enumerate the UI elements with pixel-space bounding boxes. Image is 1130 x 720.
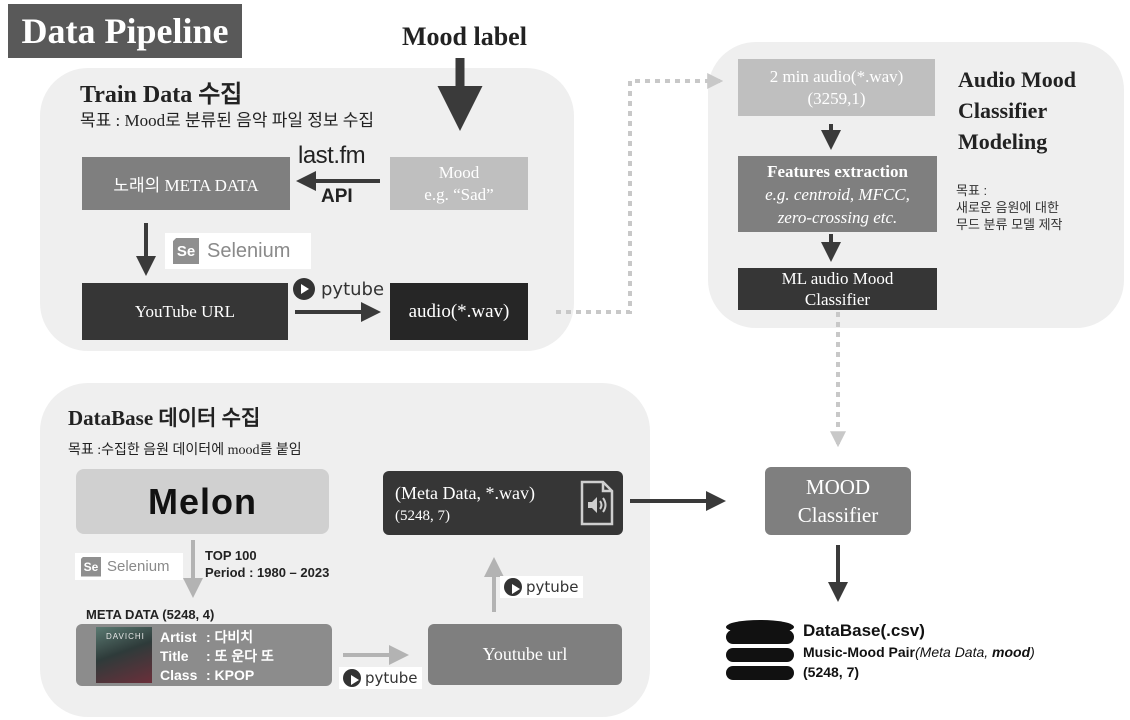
meta-data-box: DAVICHI Artist : 다비치 Title : 또 운다 또 Class:…: [76, 624, 332, 686]
classifier-goal-label: 목표 :: [956, 183, 988, 198]
youtube-url-box-train: YouTube URL: [82, 283, 288, 340]
ml-classifier-line2: Classifier: [804, 290, 871, 309]
pair-prefix: Music-Mood Pair: [803, 644, 916, 660]
title-value: : 또 운다 또: [206, 648, 274, 664]
audio-to-classifier-dotted: [556, 73, 724, 314]
audio-wav-box: audio(*.wav): [390, 283, 528, 340]
database-output-shape: (5248, 7): [803, 664, 860, 680]
mood-classifier-box: MOOD Classifier: [765, 467, 911, 535]
database-output: DataBase(.csv) Music-Mood Pair(Meta Data…: [803, 620, 1035, 682]
features-line2: zero-crossing etc.: [777, 207, 898, 227]
combined-data-box: (Meta Data, *.wav) (5248, 7): [383, 471, 623, 535]
audio-input-line1: 2 min audio(*.wav): [769, 66, 904, 86]
meta-data-label: META DATA (5248, 4): [86, 607, 215, 622]
mood-classifier-line2: Classifier: [797, 503, 879, 527]
pytube-logo-train: pytube: [293, 278, 384, 300]
youtube-url-label-train: YouTube URL: [134, 301, 236, 321]
selenium-logo-train: Se Selenium: [165, 233, 311, 269]
song-meta-data-label: 노래의 META DATA: [113, 176, 259, 195]
album-cover-text: DAVICHI: [106, 632, 145, 641]
melon-box: Melon: [76, 469, 329, 534]
selenium-label-db: Selenium: [107, 558, 170, 575]
api-label: API: [321, 186, 353, 207]
mood-box-title: Mood: [438, 162, 480, 182]
class-key: Class: [160, 667, 198, 683]
top100-info: TOP 100 Period : 1980 – 2023: [205, 547, 329, 581]
youtube-url-box-db: Youtube url: [428, 624, 622, 685]
artist-key: Artist: [160, 629, 197, 645]
database-goal: 목표 :수집한 음원 데이터에 mood를 붙임: [68, 443, 302, 458]
pytube-label-db2: pytube: [526, 578, 579, 596]
mood-label: Mood label: [402, 22, 527, 51]
meta-fields: Artist : 다비치 Title : 또 운다 또 Class : KPOP: [160, 628, 274, 685]
audio-file-icon: [580, 480, 614, 526]
mood-box-example: e.g. “Sad”: [424, 184, 494, 204]
classifier-heading: Audio Mood Classifier Modeling: [958, 64, 1076, 157]
mood-classifier-line1: MOOD: [805, 475, 871, 499]
classifier-goal: 목표 : 새로운 음원에 대한 무드 분류 모델 제작: [956, 182, 1063, 233]
selenium-logo-db: Se Selenium: [75, 553, 183, 580]
classifier-heading-line3: Modeling: [958, 129, 1048, 154]
ml-classifier-box: ML audio Mood Classifier: [738, 268, 937, 310]
class-value: : KPOP: [206, 667, 255, 683]
database-output-title: DataBase(.csv): [803, 621, 925, 640]
train-goal: 목표 : Mood로 분류된 음악 파일 정보 수집: [80, 111, 375, 130]
lastfm-logo: last.fm: [298, 142, 366, 169]
features-extraction-box: Features extraction e.g. centroid, MFCC,…: [738, 156, 937, 232]
features-line1: e.g. centroid, MFCC,: [765, 184, 910, 204]
song-meta-data-box: 노래의 META DATA: [82, 157, 290, 210]
pytube-logo-db2: pytube: [500, 576, 583, 598]
combined-line1: (Meta Data, *.wav): [395, 483, 535, 503]
database-icon: [726, 620, 794, 680]
classifier-goal-line1: 새로운 음원에 대한: [956, 200, 1059, 215]
play-icon: [293, 278, 315, 300]
youtube-url-label-db: Youtube url: [482, 644, 568, 664]
features-title: Features extraction: [767, 161, 908, 181]
period-label: Period : 1980 – 2023: [205, 565, 330, 580]
pytube-label-db1: pytube: [365, 669, 418, 687]
pytube-logo-db1: pytube: [339, 667, 422, 689]
title-key: Title: [160, 648, 189, 664]
classifier-goal-line2: 무드 분류 모델 제작: [956, 217, 1063, 232]
combined-line2: (5248, 7): [395, 508, 450, 524]
melon-logo: Melon: [148, 480, 257, 522]
pair-detail-mood: mood: [992, 644, 1031, 660]
top100-label: TOP 100: [205, 548, 257, 563]
selenium-icon: Se: [173, 238, 199, 264]
page-title: Data Pipeline: [21, 11, 229, 51]
audio-input-box: 2 min audio(*.wav) (3259,1): [738, 59, 935, 116]
pytube-label: pytube: [321, 278, 385, 300]
database-output-pair: Music-Mood Pair(Meta Data, mood): [803, 642, 1035, 662]
album-cover-image: DAVICHI: [96, 627, 152, 683]
classifier-heading-line1: Audio Mood: [958, 67, 1076, 92]
pair-detail-open: (Meta Data,: [915, 644, 993, 660]
database-heading: DataBase 데이터 수집: [68, 406, 261, 430]
train-heading: Train Data 수집: [80, 82, 243, 108]
play-icon-db1: [343, 669, 361, 687]
pair-detail-close: ): [1030, 644, 1035, 660]
title-banner: Data Pipeline: [8, 4, 242, 58]
play-icon-db2: [504, 578, 522, 596]
classifier-heading-line2: Classifier: [958, 98, 1048, 123]
mood-example-box: Mood e.g. “Sad”: [390, 157, 528, 210]
selenium-label: Selenium: [207, 239, 291, 262]
artist-value: : 다비치: [206, 629, 254, 645]
ml-classifier-line1: ML audio Mood: [781, 269, 894, 288]
audio-wav-label: audio(*.wav): [408, 300, 510, 322]
selenium-icon-db: Se: [81, 556, 101, 577]
audio-input-line2: (3259,1): [807, 88, 866, 108]
